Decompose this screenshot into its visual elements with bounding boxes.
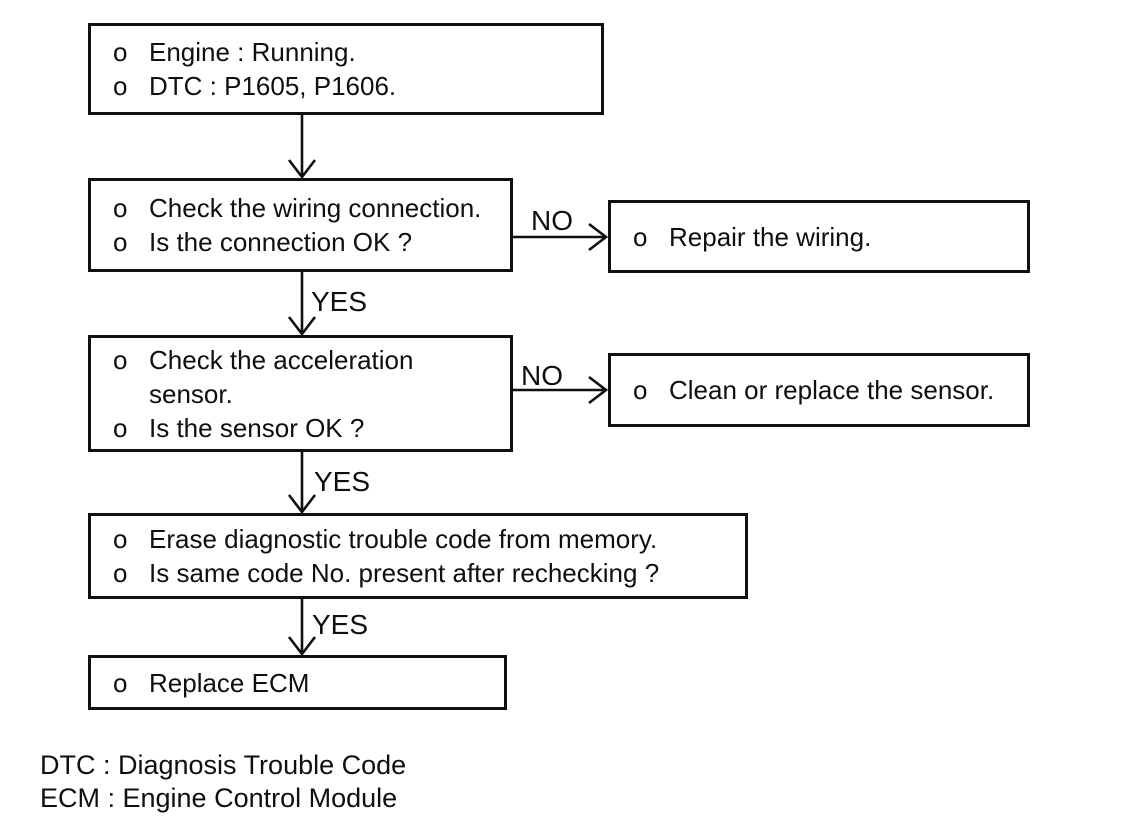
flow-box-text: DTC : P1605, P1606. [149,71,397,101]
flow-box-line: o Is same code No. present after recheck… [113,556,737,590]
flow-box-text: Is the sensor OK ? [149,412,365,443]
flow-box-check-wiring: o Check the wiring connection. o Is the … [88,178,513,272]
legend-line-ecm: ECM : Engine Control Module [40,783,398,813]
flow-box-line: o Engine : Running. [113,35,593,69]
flow-box-text: Is same code No. present after recheckin… [149,558,660,588]
arrow-yes-to-check-sensor [287,272,317,337]
flow-box-text: Check the acceleration sensor. [149,344,414,409]
bullet-marker: o [113,558,128,588]
legend-line-dtc: DTC : Diagnosis Trouble Code [40,750,407,780]
flow-box-line: o Erase diagnostic trouble code from mem… [113,522,737,556]
bullet-marker: o [113,344,128,375]
flow-box-start: o Engine : Running. o DTC : P1605, P1606… [88,23,604,115]
flow-box-line: o Is the sensor OK ? [113,411,502,445]
legend: DTC : Diagnosis Trouble Code ECM : Engin… [40,749,406,815]
bullet-marker: o [633,221,648,252]
flow-box-clean-sensor: o Clean or replace the sensor. [608,353,1030,427]
flow-box-line: o Replace ECM [113,666,496,700]
branch-label-yes-1: YES [311,286,368,317]
flow-box-text: Repair the wiring. [669,221,872,252]
flow-box-line: o Is the connection OK ? [113,225,502,259]
flow-box-erase-dtc: o Erase diagnostic trouble code from mem… [88,513,748,599]
bullet-marker: o [113,37,128,67]
flow-box-text: Check the wiring connection. [149,193,482,223]
branch-label-no-2: NO [521,360,563,391]
arrow-yes-to-erase-dtc [287,452,317,515]
arrow-start-to-check-wiring [287,115,317,180]
flow-box-line: o Check the acceleration sensor. [113,343,502,411]
arrow-yes-to-replace-ecm [287,599,317,657]
bullet-marker: o [113,227,128,257]
bullet-marker: o [633,375,648,405]
flow-box-text: Erase diagnostic trouble code from memor… [149,524,658,554]
flow-box-text: Engine : Running. [149,37,356,67]
flow-box-line: o Check the wiring connection. [113,191,502,225]
flow-box-repair-wiring: o Repair the wiring. [608,200,1030,273]
bullet-marker: o [113,193,128,223]
bullet-marker: o [113,412,128,443]
flow-box-text: Replace ECM [149,667,310,698]
flow-box-line: o Repair the wiring. [633,220,1019,254]
branch-label-yes-2: YES [314,466,371,497]
bullet-marker: o [113,667,128,698]
flow-box-replace-ecm: o Replace ECM [88,655,507,710]
arrow-no-to-clean-sensor [513,375,609,405]
arrow-no-to-repair-wiring [513,222,609,252]
flow-box-text: Is the connection OK ? [149,227,413,257]
branch-label-no-1: NO [531,205,573,236]
flow-box-line: o DTC : P1605, P1606. [113,69,593,103]
flow-box-check-sensor: o Check the acceleration sensor. o Is th… [88,335,513,452]
flow-box-text: Clean or replace the sensor. [669,375,995,405]
bullet-marker: o [113,524,128,554]
branch-label-yes-3: YES [312,609,369,640]
bullet-marker: o [113,71,128,101]
flow-box-line: o Clean or replace the sensor. [633,373,1019,407]
